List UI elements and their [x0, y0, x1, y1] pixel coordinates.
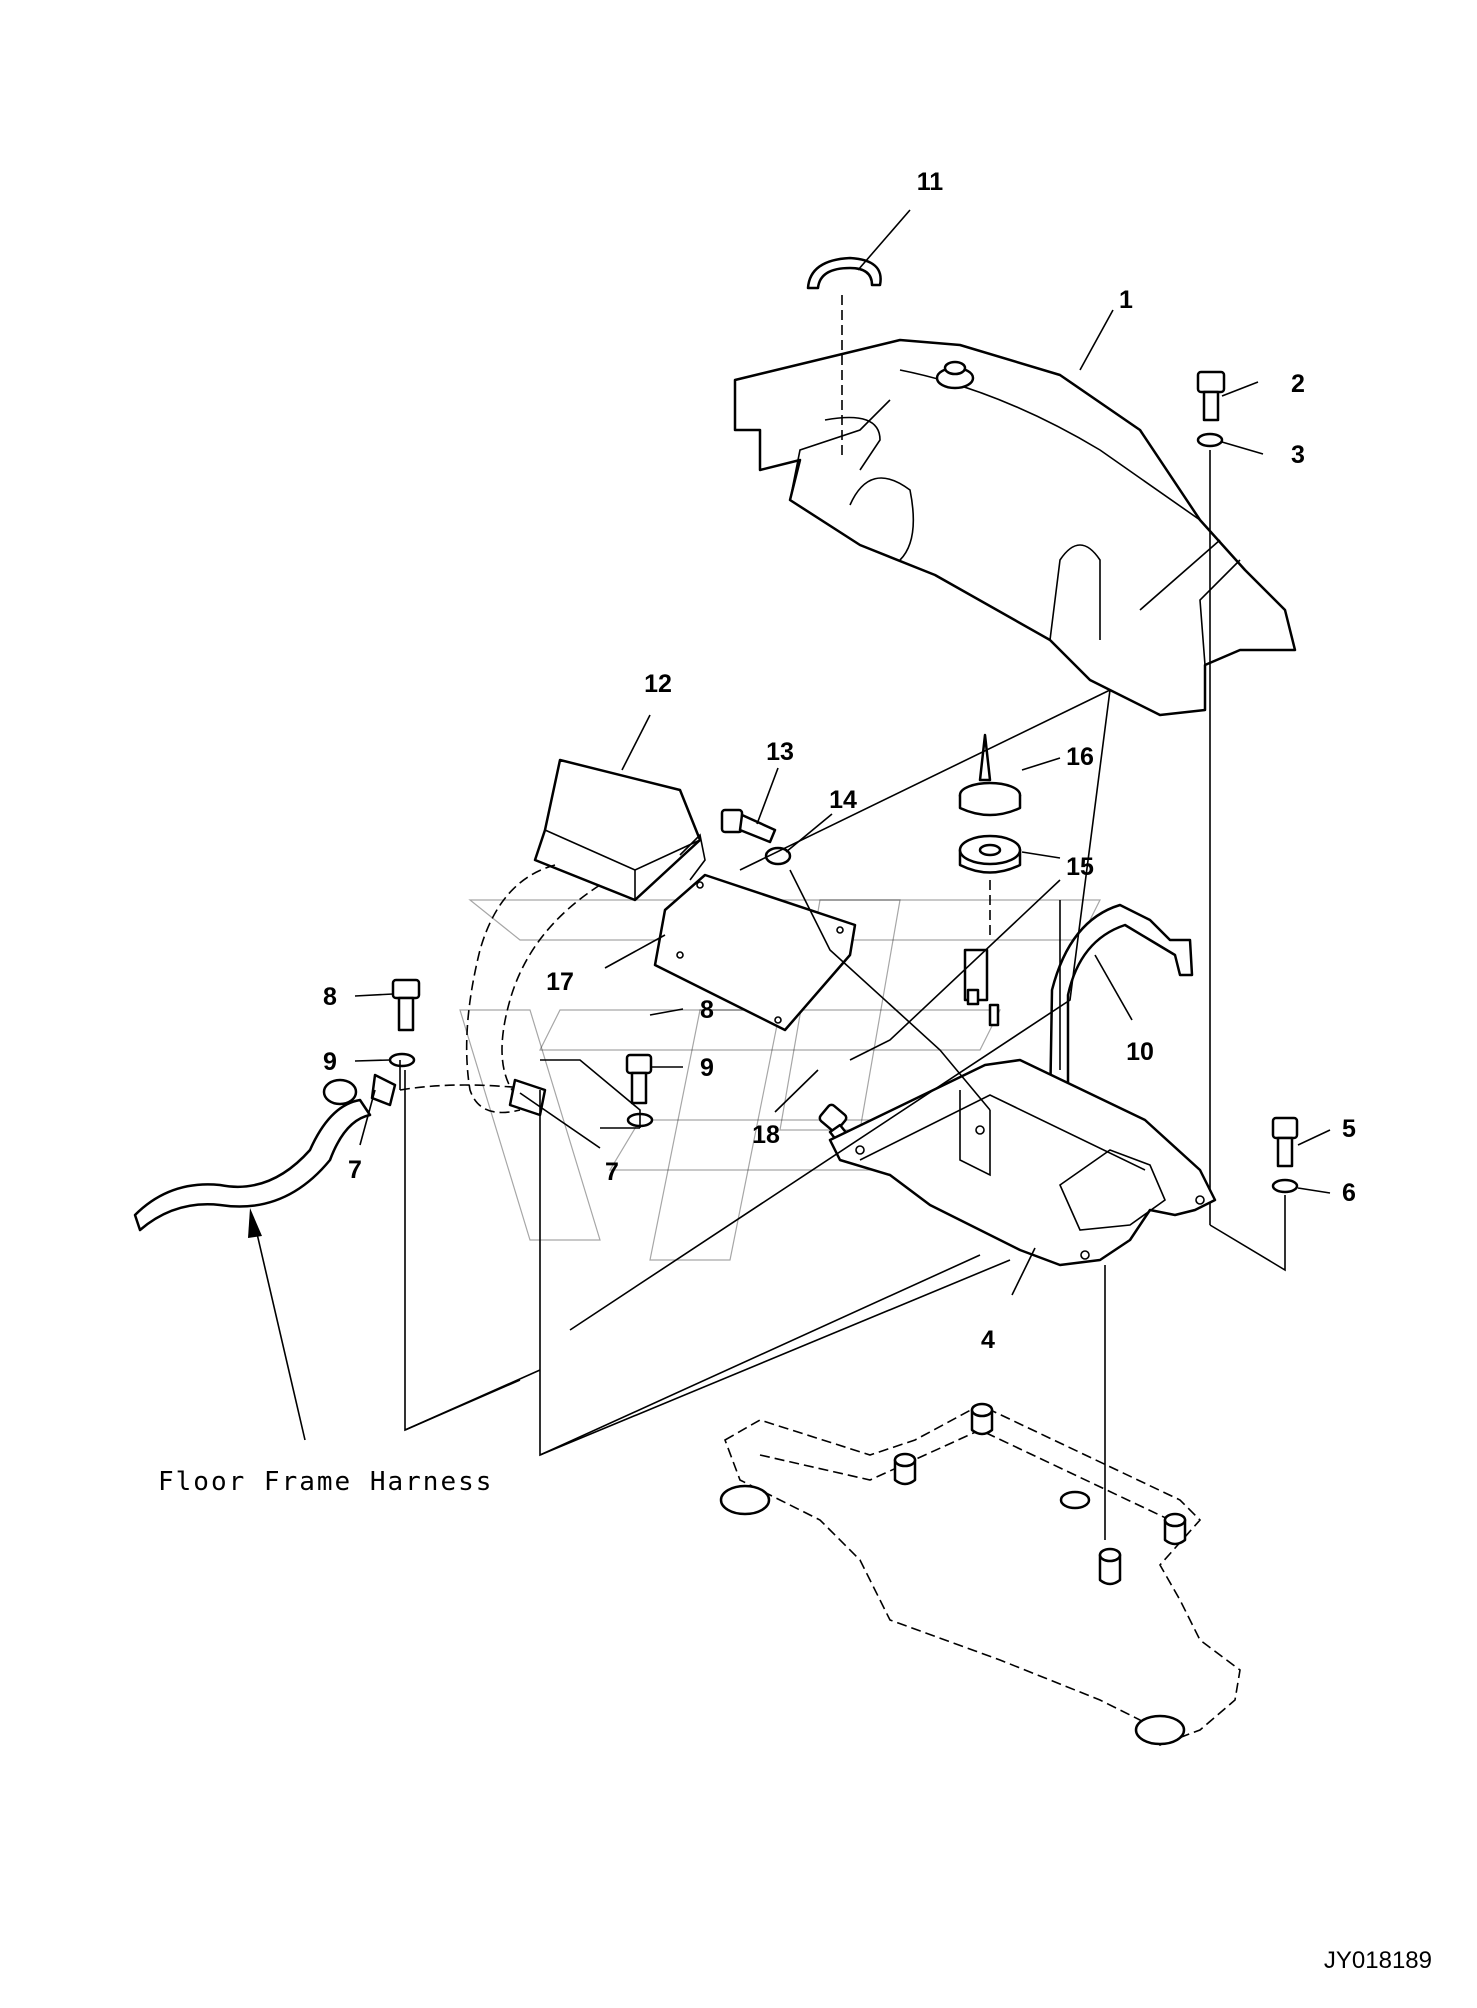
washer-part-3 [1196, 432, 1224, 448]
controller-box-part-12 [533, 758, 706, 902]
callout-12: 12 [644, 670, 672, 698]
callout-16: 16 [1066, 743, 1094, 771]
callout-18: 18 [752, 1121, 780, 1149]
bolt-part-2 [1196, 370, 1226, 448]
callout-labels: 1 2 3 4 5 6 7 7 8 8 9 9 10 11 12 13 14 1… [323, 168, 1356, 1354]
floor-frame [719, 1402, 1241, 1746]
base-tray-part-4 [828, 948, 1217, 1267]
callout-11: 11 [917, 168, 944, 196]
callout-3: 3 [1291, 441, 1305, 469]
callout-7a: 7 [348, 1156, 362, 1184]
harness-arrow [248, 1208, 306, 1441]
callout-7b: 7 [605, 1158, 619, 1186]
callout-8b: 8 [700, 996, 714, 1024]
callout-4: 4 [981, 1326, 995, 1354]
callout-9b: 9 [700, 1054, 714, 1082]
bolt-part-5 [1271, 1116, 1299, 1194]
callout-8a: 8 [323, 983, 337, 1011]
washer-part-9a [388, 1052, 416, 1068]
callout-13: 13 [766, 738, 794, 766]
bolt-part-8a [388, 978, 421, 1068]
drawing-code: JY018189 [1324, 1947, 1432, 1974]
mount-part-16 [958, 733, 1022, 817]
callout-15: 15 [1066, 853, 1094, 881]
mount-part-15 [958, 834, 1022, 940]
clamp-part-7a [370, 1073, 397, 1107]
leader-lines [354, 209, 1331, 1296]
callout-2: 2 [1291, 370, 1305, 398]
washer-part-14 [764, 846, 792, 866]
bolt-part-13 [720, 808, 792, 866]
floor-frame-harness-note: Floor Frame Harness [158, 1467, 493, 1497]
harness-tube [133, 1073, 547, 1232]
bracket-part-17 [653, 873, 857, 1032]
u-bracket-part-10 [1048, 903, 1194, 1114]
cover-part-1 [733, 338, 1297, 717]
callout-1: 1 [1119, 286, 1133, 314]
callout-10: 10 [1126, 1038, 1154, 1066]
washer-part-6 [1271, 1178, 1299, 1194]
callout-9a: 9 [323, 1048, 337, 1076]
callout-6: 6 [1342, 1179, 1356, 1207]
callout-14: 14 [829, 786, 857, 814]
callout-17: 17 [546, 968, 574, 996]
callout-5: 5 [1342, 1115, 1356, 1143]
